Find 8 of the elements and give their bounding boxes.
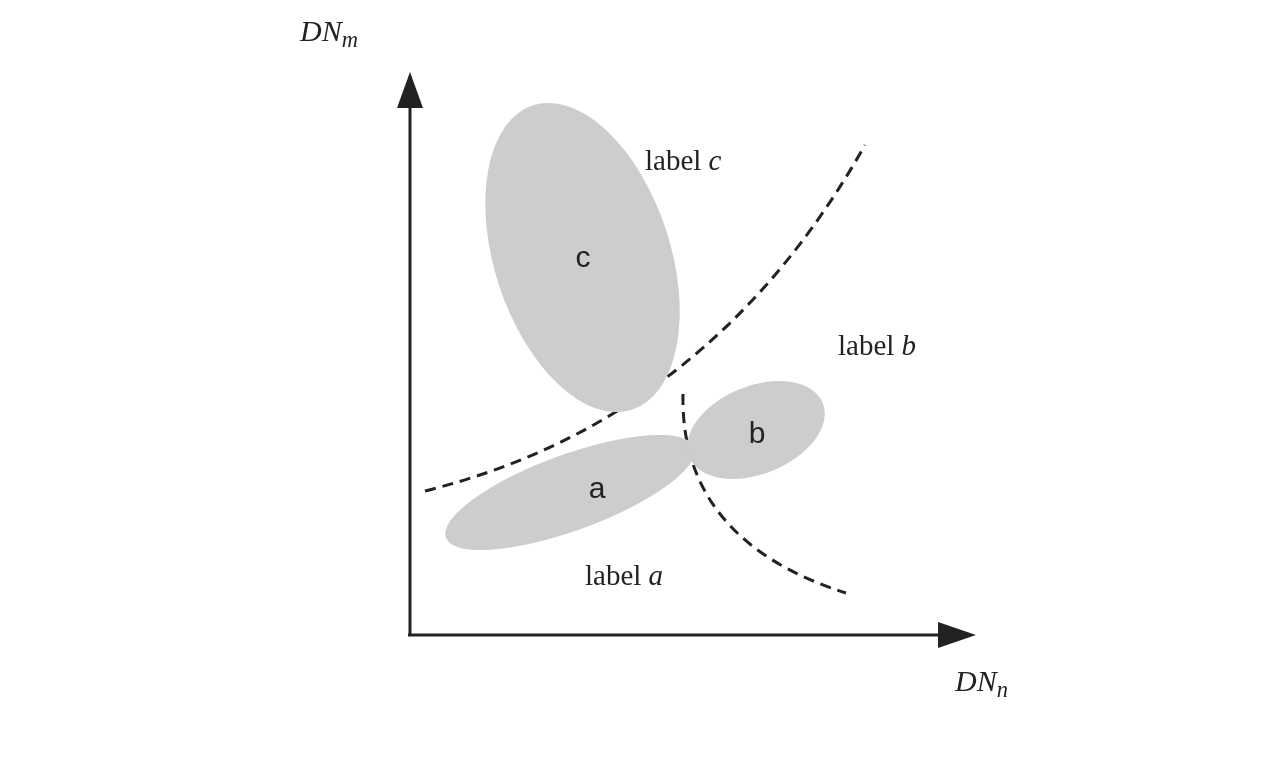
cluster-label: a (588, 473, 606, 503)
cluster-label: b (748, 418, 766, 448)
region-label: label c (645, 143, 722, 178)
axis-label: DN$_{m}$ (300, 13, 358, 50)
cluster-label: c (575, 242, 591, 272)
axis-label: DN$_{n}$ (955, 663, 1008, 700)
region-label: label b (838, 328, 917, 363)
region-label: label a (585, 558, 664, 593)
